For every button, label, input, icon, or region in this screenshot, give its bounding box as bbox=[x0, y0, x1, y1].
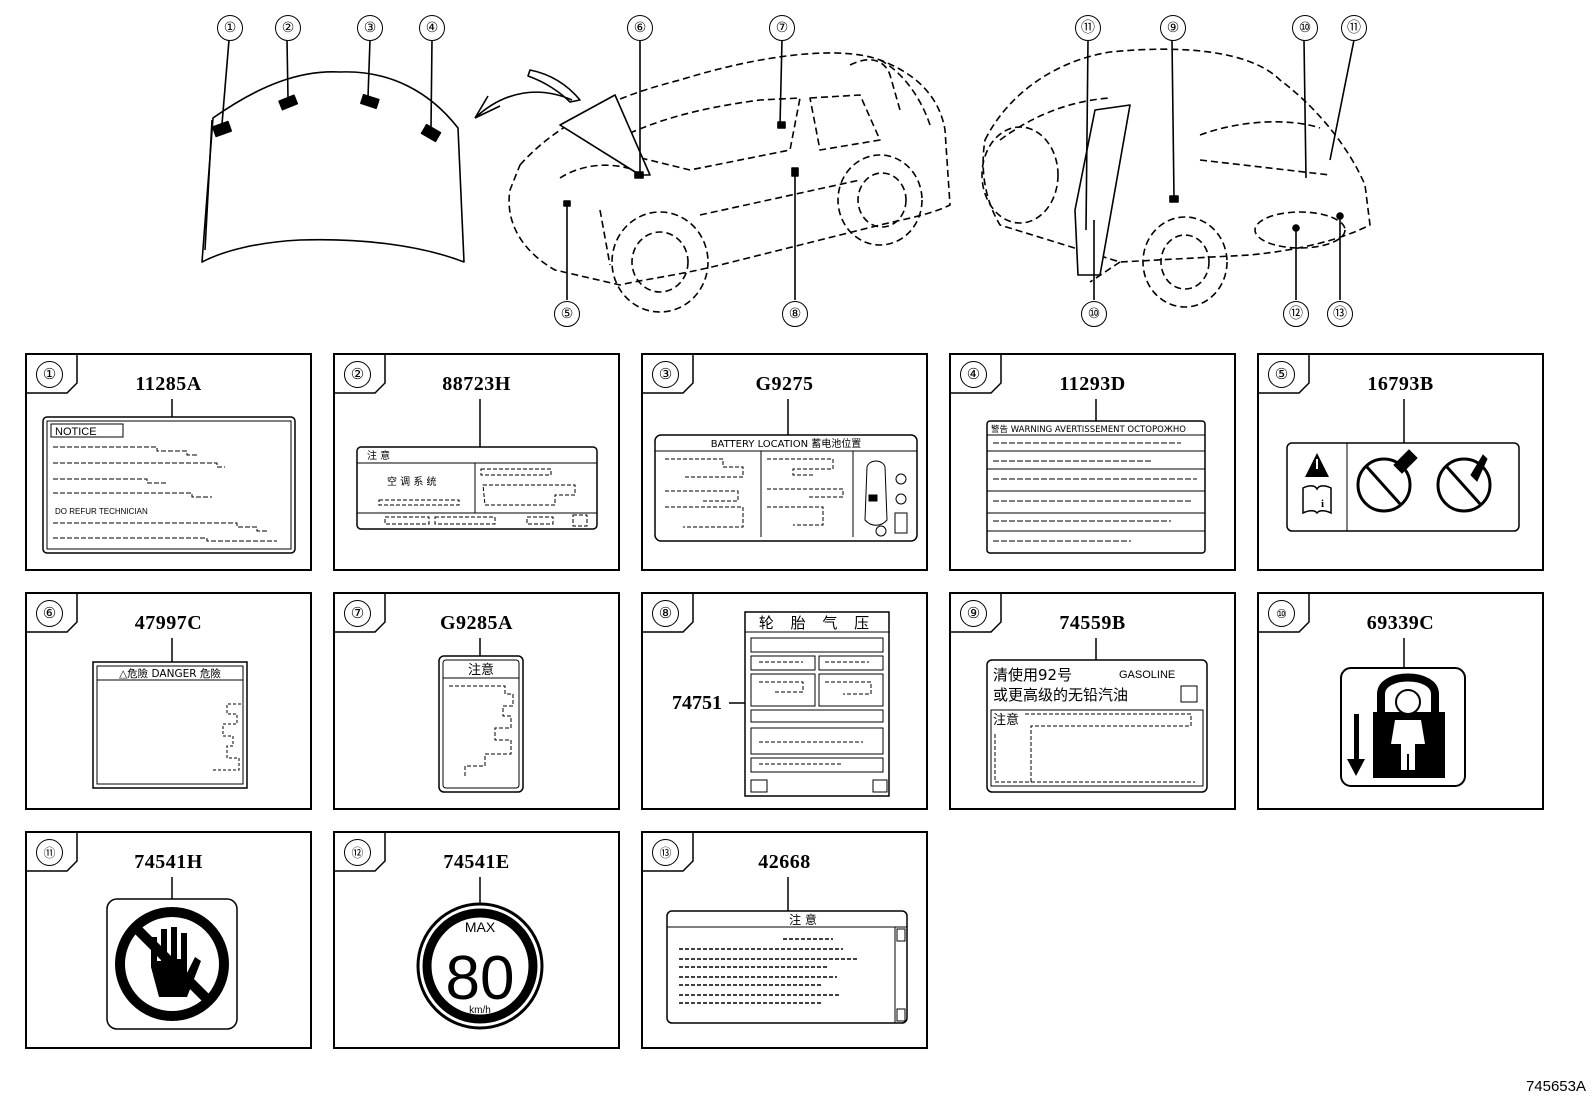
fuel-instruction-line-2: 或更高级的无铅汽油 bbox=[993, 686, 1128, 704]
callout-11-rear: ⑪ bbox=[1341, 15, 1367, 41]
warning-heading: 警告 WARNING AVERTISSEMENT ОСТОРОЖНО bbox=[991, 424, 1186, 435]
tire-pressure-label-drawing: 轮 胎 气 压 bbox=[729, 611, 890, 797]
panel-number: ⑧ bbox=[652, 600, 679, 627]
no-hand-label-drawing bbox=[106, 877, 238, 1030]
part-code: 16793B bbox=[1367, 373, 1434, 395]
label-panel-9: ⑨ 74559B 清使用92号 或更高级的无铅汽油 GASOLINE 注意 bbox=[949, 592, 1236, 810]
label-panel-12: ⑫ 74541E MAX 80 km/h bbox=[333, 831, 620, 1049]
no-hand-icon bbox=[115, 907, 229, 1021]
warning-label-drawing: 警告 WARNING AVERTISSEMENT ОСТОРОЖНО bbox=[986, 399, 1206, 554]
speed-limit-label-drawing: MAX 80 km/h bbox=[416, 877, 544, 1030]
label-panel-10: ⑩ 69339C bbox=[1257, 592, 1544, 810]
label-panel-1: ① 11285A NOTICE DO REFUR TECHNICIAN bbox=[25, 353, 312, 571]
panel-number: ⑥ bbox=[36, 600, 63, 627]
part-code: G9275 bbox=[755, 373, 814, 395]
danger-label-drawing: △危險 DANGER 危險 bbox=[92, 638, 248, 789]
battery-location-label-drawing: BATTERY LOCATION 蓄电池位置 bbox=[654, 399, 918, 542]
callout-2: ② bbox=[275, 15, 301, 41]
panel-number: ⑩ bbox=[1268, 600, 1295, 627]
callout-4: ④ bbox=[419, 15, 445, 41]
panel-number: ④ bbox=[960, 361, 987, 388]
max-label: MAX bbox=[465, 919, 496, 935]
callout-12: ⑫ bbox=[1283, 301, 1309, 327]
callout-5: ⑤ bbox=[554, 301, 580, 327]
callout-11-front: ⑪ bbox=[1075, 15, 1101, 41]
child-lock-label-drawing bbox=[1340, 638, 1466, 787]
fuel-label-drawing: 清使用92号 或更高级的无铅汽油 GASOLINE 注意 bbox=[986, 638, 1208, 793]
part-code: 11285A bbox=[135, 373, 202, 395]
notice-label-drawing: NOTICE DO REFUR TECHNICIAN bbox=[42, 399, 296, 554]
sub-part-code: 74751 bbox=[672, 692, 722, 714]
caution-heading: 注 意 bbox=[789, 912, 817, 927]
part-code: G9285A bbox=[440, 612, 513, 634]
no-touch-belt-icon bbox=[1436, 454, 1492, 513]
manual-book-icon: i bbox=[1302, 485, 1332, 515]
part-code: 42668 bbox=[758, 851, 811, 873]
label-panel-6: ⑥ 47997C △危險 DANGER 危險 bbox=[25, 592, 312, 810]
callout-3: ③ bbox=[357, 15, 383, 41]
panel-number: ⑤ bbox=[1268, 361, 1295, 388]
panel-number: ② bbox=[344, 361, 371, 388]
part-code: 74559B bbox=[1059, 612, 1126, 634]
air-conditioner-label-drawing: 注 意 空 调 系 统 bbox=[356, 399, 598, 530]
panel-number: ⑨ bbox=[960, 600, 987, 627]
danger-heading: △危險 DANGER 危險 bbox=[119, 667, 221, 680]
label-panel-11: ⑪ 74541H bbox=[25, 831, 312, 1049]
part-code: 88723H bbox=[442, 373, 511, 395]
label-panel-7: ⑦ G9285A 注意 bbox=[333, 592, 620, 810]
part-code: 74541E bbox=[443, 851, 510, 873]
label-panel-4: ④ 11293D 警告 WARNING AVERTISSEMENT ОСТОРО… bbox=[949, 353, 1236, 571]
speed-unit: km/h bbox=[469, 1005, 491, 1016]
label-panel-3: ③ G9275 BATTERY LOCATION 蓄电池位置 bbox=[641, 353, 928, 571]
speed-value: 80 bbox=[446, 944, 515, 1013]
part-code: 74541H bbox=[134, 851, 203, 873]
ac-system-text: 空 调 系 统 bbox=[387, 475, 437, 488]
label-panel-5: ⑤ 16793B i bbox=[1257, 353, 1544, 571]
figure-id: 745653A bbox=[1525, 1078, 1586, 1095]
panel-number: ③ bbox=[652, 361, 679, 388]
warning-triangle-icon bbox=[1305, 453, 1329, 477]
label-panel-13: ⑬ 42668 注 意 bbox=[641, 831, 928, 1049]
caution-door-label-drawing: 注意 bbox=[438, 638, 524, 793]
panel-number: ① bbox=[36, 361, 63, 388]
caution-heading: 注意 bbox=[468, 662, 494, 678]
battery-location-heading: BATTERY LOCATION 蓄电池位置 bbox=[711, 437, 862, 450]
tire-pressure-heading: 轮 胎 气 压 bbox=[759, 614, 875, 632]
panel-number: ⑬ bbox=[652, 839, 679, 866]
down-arrow-icon bbox=[1347, 714, 1365, 776]
child-lock-icon bbox=[1373, 673, 1445, 778]
caution-spare-tire-label-drawing: 注 意 bbox=[666, 877, 908, 1024]
caution-heading: 注 意 bbox=[367, 449, 390, 462]
caution-heading: 注意 bbox=[993, 712, 1019, 728]
callout-13: ⑬ bbox=[1327, 301, 1353, 327]
svg-text:i: i bbox=[1321, 498, 1324, 510]
callout-7: ⑦ bbox=[769, 15, 795, 41]
callout-1: ① bbox=[217, 15, 243, 41]
manual-warning-label-drawing: i bbox=[1286, 399, 1520, 532]
label-panel-8: ⑧ 74751 轮 胎 气 压 bbox=[641, 592, 928, 810]
panel-number: ⑪ bbox=[36, 839, 63, 866]
callout-6: ⑥ bbox=[627, 15, 653, 41]
fuel-instruction-line-1: 清使用92号 bbox=[993, 666, 1072, 684]
callout-8: ⑧ bbox=[782, 301, 808, 327]
panel-number: ⑦ bbox=[344, 600, 371, 627]
part-code: 47997C bbox=[134, 612, 203, 634]
gasoline-label: GASOLINE bbox=[1119, 669, 1175, 681]
callout-9: ⑨ bbox=[1160, 15, 1186, 41]
callout-10-top: ⑩ bbox=[1292, 15, 1318, 41]
vehicle-overview-diagram bbox=[201, 39, 1371, 313]
car-front-view-illustration bbox=[508, 52, 951, 313]
hood-illustration bbox=[201, 39, 581, 263]
notice-heading: NOTICE bbox=[55, 426, 97, 438]
label-panel-2: ② 88723H 注 意 空 调 系 统 bbox=[333, 353, 620, 571]
panel-number: ⑫ bbox=[344, 839, 371, 866]
part-code: 69339C bbox=[1366, 612, 1435, 634]
notice-subheading: DO REFUR TECHNICIAN bbox=[55, 507, 148, 516]
part-code: 11293D bbox=[1059, 373, 1126, 395]
car-rear-view-illustration bbox=[981, 48, 1371, 308]
callout-10-bottom: ⑩ bbox=[1081, 301, 1107, 327]
no-touch-fan-icon bbox=[1356, 449, 1418, 513]
